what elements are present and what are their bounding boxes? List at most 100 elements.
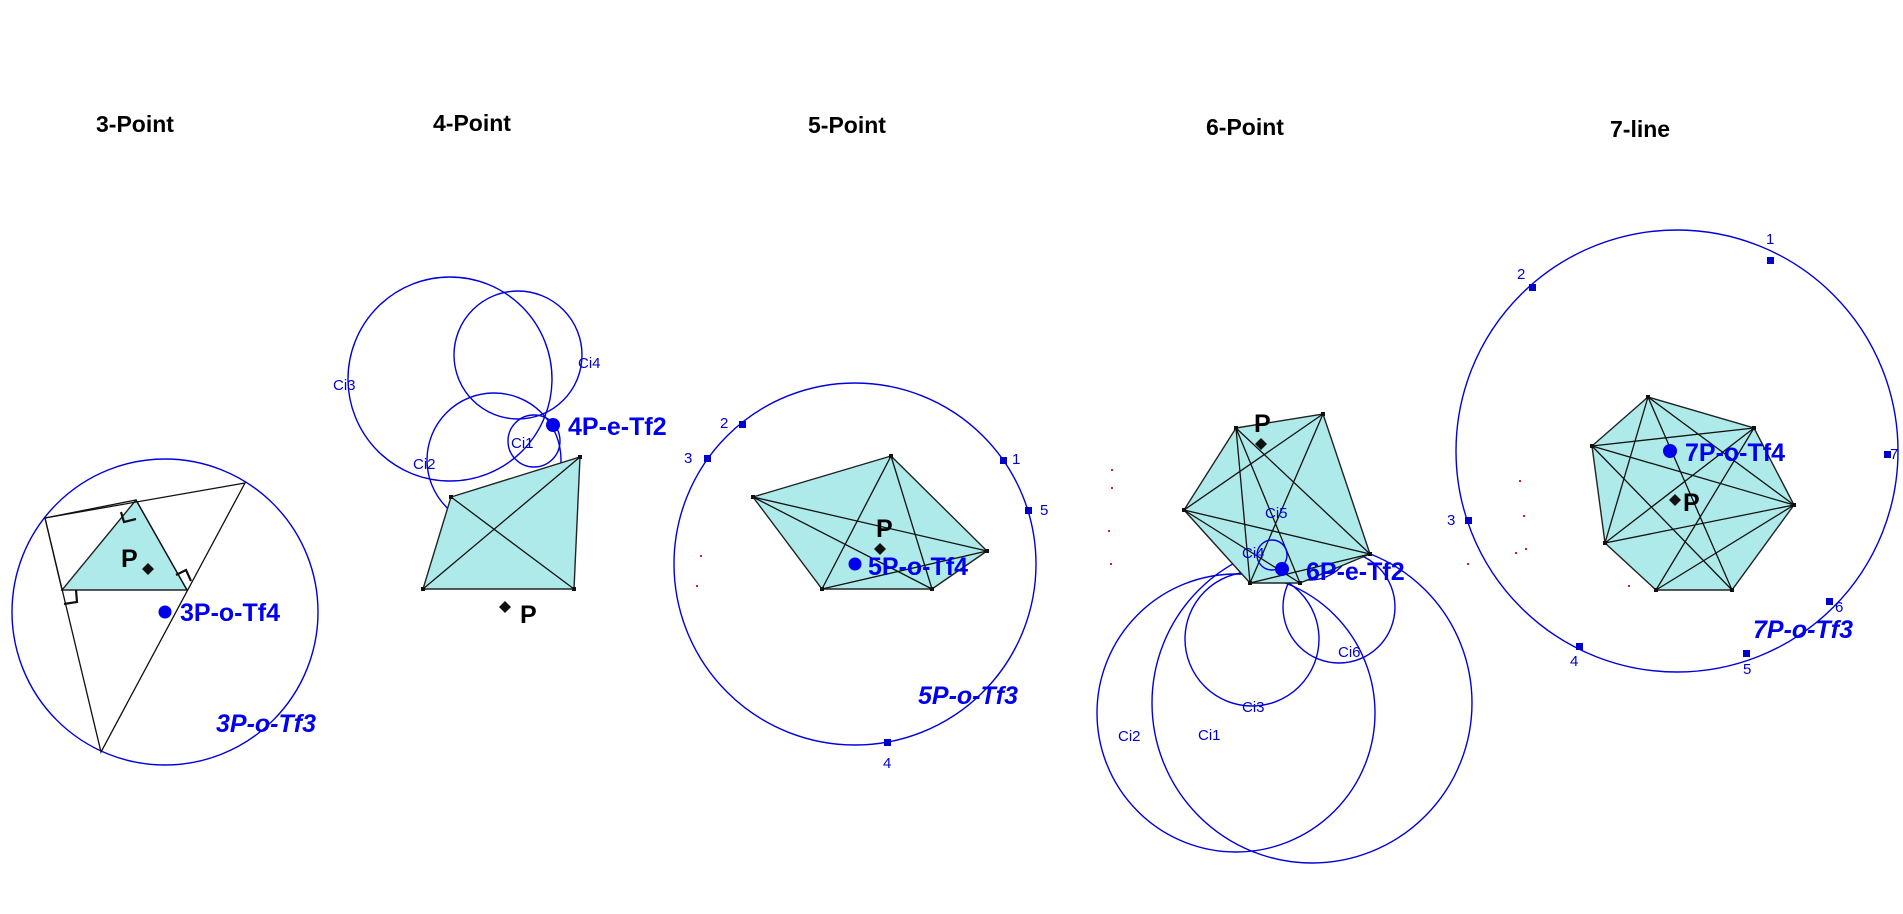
- center-dot-6: [1275, 562, 1289, 576]
- label-ci4: Ci4: [578, 355, 601, 372]
- mark-label-3: 3: [1447, 512, 1455, 529]
- circle-label-5: 5P-o-Tf3: [918, 682, 1018, 710]
- mark-label-4: 4: [883, 755, 891, 772]
- vertex-marker: [1368, 552, 1372, 556]
- label-ci2: Ci2: [1118, 728, 1141, 745]
- vertex-marker: [985, 549, 989, 553]
- vertex-marker: [1646, 395, 1650, 399]
- vertex-marker: [1248, 581, 1252, 585]
- vertex-marker: [1590, 444, 1594, 448]
- mark-label-1: 1: [1766, 231, 1774, 248]
- panel-3-point: P 3P-o-Tf4 3P-o-Tf3: [11, 458, 319, 766]
- circle-mark: [1743, 650, 1750, 657]
- circle-mark: [704, 455, 711, 462]
- circle-label-7: 7P-o-Tf3: [1753, 616, 1853, 644]
- label-ci1: Ci1: [511, 435, 534, 452]
- point-p-marker: [1255, 438, 1267, 450]
- circle-mark: [1025, 507, 1032, 514]
- vertex-marker: [820, 587, 824, 591]
- vertex-marker: [421, 587, 425, 591]
- circle-ci3: [1184, 571, 1320, 707]
- center-dot-3: [158, 605, 172, 619]
- circle-ci1: [1151, 542, 1473, 864]
- mark-label-2: 2: [720, 415, 728, 432]
- panel-7-line: 1 2 3 4 5 6 7 P 7P-o-Tf4 7P-o-Tf3: [1447, 229, 1899, 678]
- center-label-3: 3P-o-Tf4: [180, 599, 280, 627]
- point-p-label: P: [520, 601, 537, 629]
- vertex-marker: [1792, 503, 1796, 507]
- circle-ci3: [347, 276, 553, 482]
- pentagon-5: [751, 455, 989, 590]
- center-dot-5: [848, 557, 862, 571]
- mark-label-1: 1: [1012, 451, 1020, 468]
- center-label-6: 6P-e-Tf2: [1306, 558, 1405, 586]
- point-p-marker: [1669, 494, 1681, 506]
- panel-6-point: Ci1 Ci2 Ci3 Ci4 Ci5 Ci6 P 6P-e-Tf2: [1096, 410, 1473, 864]
- circle-mark: [1000, 457, 1007, 464]
- point-p-marker: [874, 543, 886, 555]
- center-label-5: 5P-o-Tf4: [868, 553, 968, 581]
- circle-ci1: [507, 414, 561, 468]
- title-6-point: 6-Point: [1206, 114, 1284, 140]
- vertex-marker: [449, 495, 453, 499]
- diagonals-4: [422, 456, 581, 590]
- circumcircle-3: [11, 458, 319, 766]
- vertex-marker: [1298, 581, 1302, 585]
- vertex-marker: [572, 587, 576, 591]
- label-ci2: Ci2: [413, 456, 436, 473]
- circle-mark: [1767, 257, 1774, 264]
- center-dot-4: [546, 418, 560, 432]
- center-dot-7: [1663, 444, 1677, 458]
- label-ci1: Ci1: [1198, 727, 1221, 744]
- point-p-label: P: [876, 515, 893, 543]
- circle-mark: [1826, 598, 1833, 605]
- label-ci3: Ci3: [1242, 699, 1265, 716]
- title-5-point: 5-Point: [808, 112, 886, 138]
- label-ci6: Ci6: [1338, 644, 1361, 661]
- right-angle-mark: [175, 568, 193, 582]
- mark-label-2: 2: [1517, 266, 1525, 283]
- vertex-marker: [930, 587, 934, 591]
- point-p-label: P: [121, 545, 138, 573]
- circle-ci2: [1096, 573, 1376, 853]
- label-ci5: Ci5: [1265, 505, 1288, 522]
- mark-label-3: 3: [684, 450, 692, 467]
- circle-mark: [884, 739, 891, 746]
- circumcircle-7: [1455, 229, 1899, 673]
- circle-ci4: [1256, 539, 1288, 571]
- title-3-point: 3-Point: [96, 111, 174, 137]
- point-p-marker: [499, 601, 511, 613]
- vertex-marker: [1321, 412, 1325, 416]
- right-angle-mark: [63, 589, 79, 606]
- vertex-marker: [1603, 541, 1607, 545]
- diagonals-6: [1183, 413, 1371, 584]
- right-angle-mark: [119, 511, 137, 524]
- mark-label-4: 4: [1570, 653, 1578, 670]
- diagonals-5: [752, 455, 988, 590]
- circle-ci4: [453, 290, 583, 420]
- circle-mark: [1884, 451, 1891, 458]
- vertex-marker: [889, 454, 893, 458]
- circle-mark: [1529, 284, 1536, 291]
- label-ci4: Ci4: [1242, 545, 1265, 562]
- vertex-marker: [578, 455, 582, 459]
- circumcircle-5: [673, 382, 1037, 746]
- vertex-marker: [1730, 588, 1734, 592]
- reference-triangle-3: [44, 482, 247, 754]
- panel-5-point: 1 2 3 4 5 P 5P-o-Tf4 5P-o-Tf3: [673, 382, 1048, 772]
- mark-label-6: 6: [1835, 599, 1843, 616]
- point-p-label: P: [1683, 489, 1700, 517]
- point-p-label: P: [1254, 410, 1271, 438]
- panel-4-point: Ci3 Ci4 Ci2 Ci1 4P-e-Tf2 P: [333, 276, 667, 629]
- mark-label-7: 7: [1890, 446, 1898, 463]
- title-4-point: 4-Point: [433, 110, 511, 136]
- diagonals-7: [1591, 396, 1795, 591]
- mark-label-5: 5: [1040, 502, 1048, 519]
- title-7-line: 7-line: [1610, 116, 1670, 142]
- mark-label-5: 5: [1743, 661, 1751, 678]
- label-ci3: Ci3: [333, 377, 356, 394]
- construction-dots: [696, 469, 1630, 587]
- vertex-marker: [1654, 588, 1658, 592]
- circle-label-3: 3P-o-Tf3: [216, 710, 316, 738]
